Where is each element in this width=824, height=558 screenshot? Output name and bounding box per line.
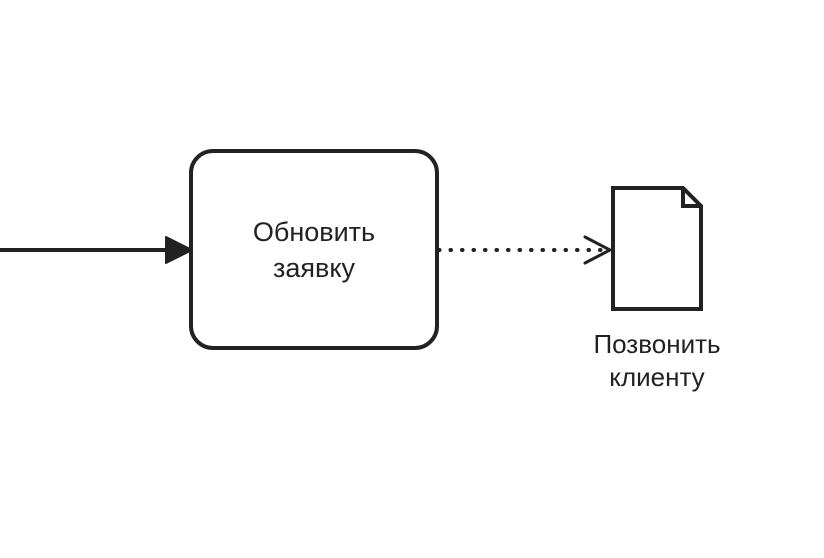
- document-fold-corner: [681, 188, 701, 208]
- incoming-sequence-flow[interactable]: [0, 236, 193, 264]
- data-association-arrowhead: [583, 235, 614, 265]
- data-object-label-line-2: клиенту: [609, 362, 704, 392]
- data-object-label-line-1: Позвонить: [593, 329, 720, 359]
- task-label-line-2: заявку: [273, 253, 355, 283]
- task-label-line-1: Обновить: [253, 217, 375, 247]
- task-update-request[interactable]: Обновить заявку: [189, 149, 439, 350]
- document-icon: [611, 186, 703, 311]
- data-object-call-client[interactable]: Позвонить клиенту: [593, 186, 721, 392]
- task-box: [189, 149, 439, 350]
- sequence-flow-arrowhead: [165, 236, 193, 264]
- data-association[interactable]: [437, 235, 614, 265]
